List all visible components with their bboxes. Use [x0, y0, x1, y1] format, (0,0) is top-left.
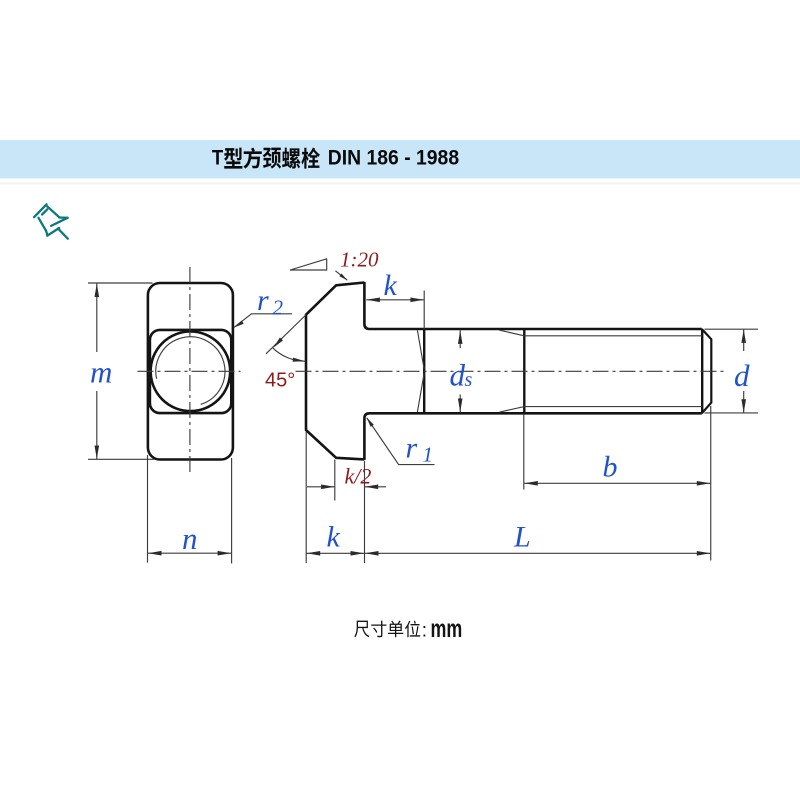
- svg-text:DIN 186 - 1988: DIN 186 - 1988: [328, 146, 459, 170]
- svg-text:2: 2: [273, 295, 284, 319]
- svg-text:m: m: [90, 354, 112, 389]
- svg-text:r: r: [406, 432, 418, 465]
- svg-text:n: n: [182, 521, 198, 556]
- svg-text:k/2: k/2: [345, 464, 372, 489]
- svg-text:s: s: [465, 369, 473, 391]
- svg-text:k: k: [327, 520, 341, 553]
- svg-text:r: r: [257, 284, 269, 317]
- svg-text:1: 1: [423, 443, 434, 467]
- svg-text:d: d: [450, 358, 466, 393]
- svg-text:d: d: [734, 358, 750, 393]
- svg-text:k: k: [384, 269, 398, 302]
- svg-text:L: L: [513, 521, 531, 554]
- svg-text:b: b: [603, 451, 618, 484]
- svg-text:T: T: [212, 146, 223, 170]
- svg-text::: :: [422, 620, 427, 641]
- svg-text:mm: mm: [431, 615, 463, 643]
- svg-text:1:20: 1:20: [340, 248, 379, 272]
- svg-text:45°: 45°: [265, 370, 295, 392]
